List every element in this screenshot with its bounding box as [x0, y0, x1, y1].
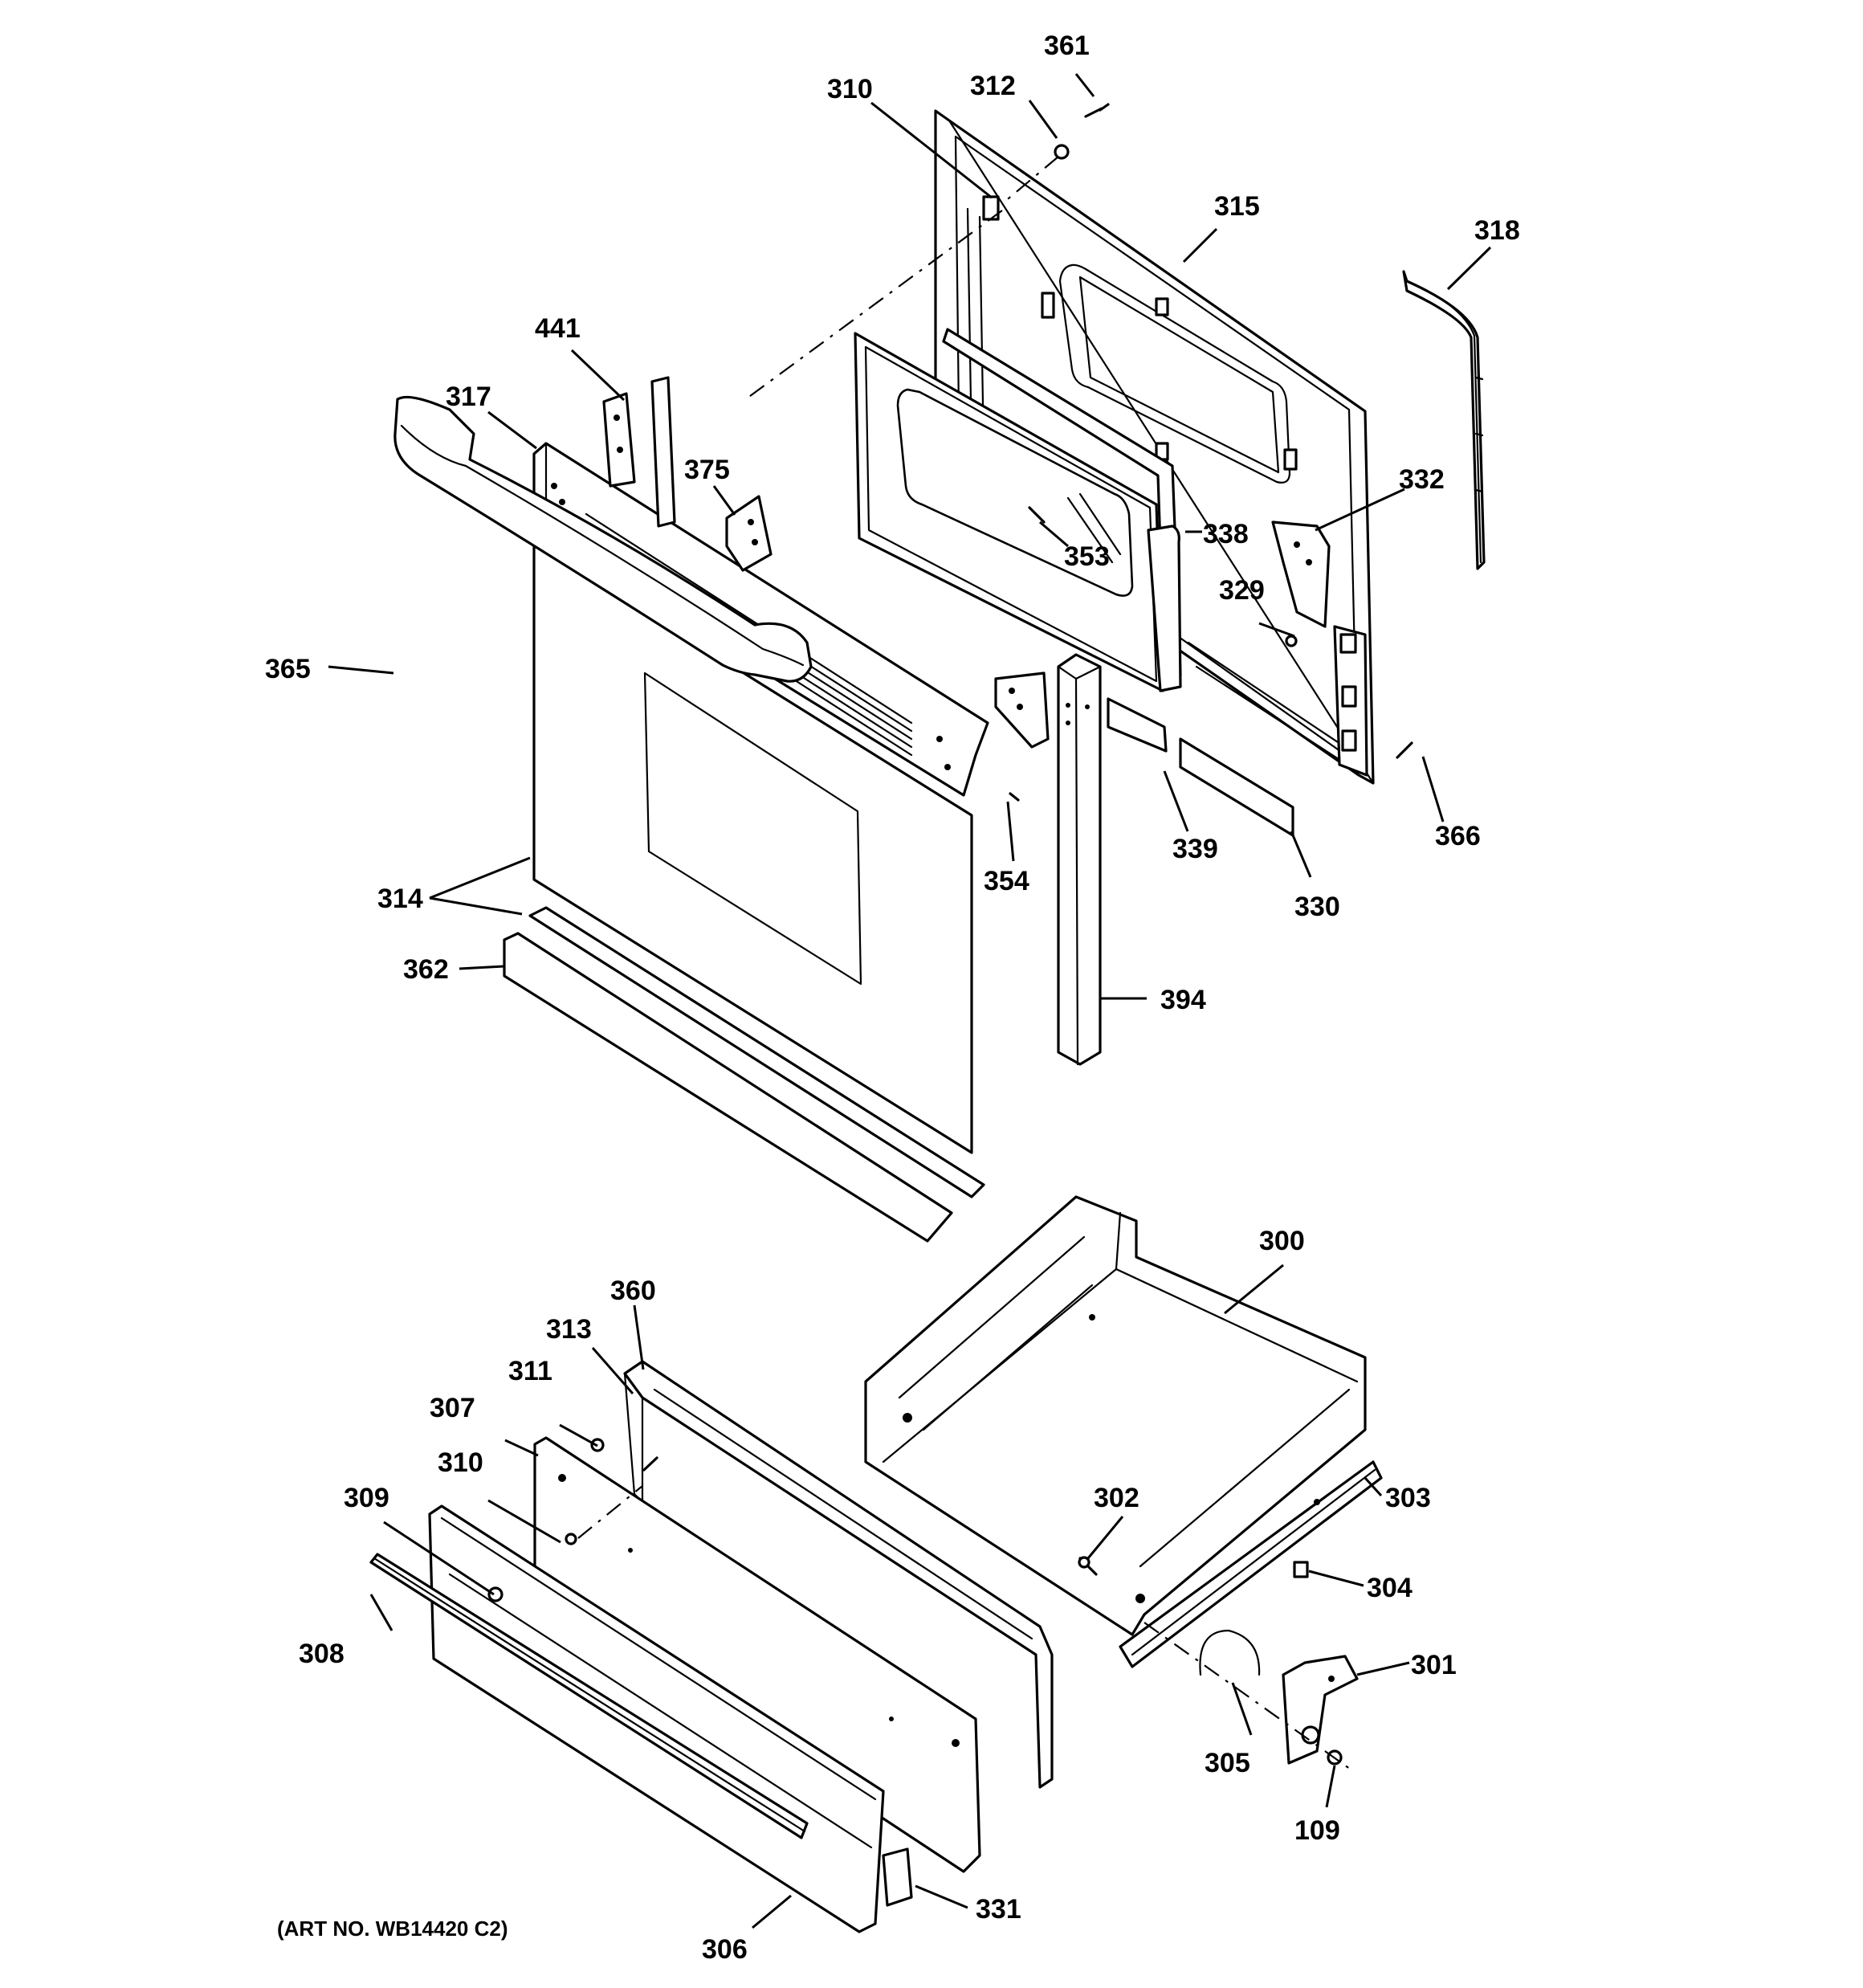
callout-317: 317	[446, 382, 491, 412]
door-lower-panels	[1107, 697, 1294, 837]
callout-338: 338	[1203, 519, 1249, 549]
callout-318: 318	[1474, 215, 1520, 246]
callout-339: 339	[1172, 834, 1218, 864]
drawer-roller	[1293, 1561, 1309, 1578]
art-number: (ART NO. WB14420 C2)	[277, 1917, 508, 1941]
leader-lines	[328, 73, 1492, 1929]
drawer-stud	[1078, 1556, 1098, 1576]
callout-311: 311	[508, 1356, 552, 1386]
vent-bracket	[725, 495, 773, 572]
drawer-clip	[882, 1847, 913, 1907]
callout-109: 109	[1294, 1815, 1340, 1846]
callout-330: 330	[1294, 892, 1340, 922]
outer-door-panel	[532, 541, 973, 1154]
inner-door-liner	[934, 109, 1375, 785]
callout-331: 331	[976, 1894, 1021, 1925]
callout-329: 329	[1219, 575, 1265, 606]
callout-366: 366	[1435, 821, 1481, 851]
callout-360: 360	[610, 1276, 656, 1306]
callout-312: 312	[970, 71, 1016, 101]
callout-361: 361	[1044, 31, 1090, 61]
drawer-slide-rail	[1119, 1460, 1383, 1668]
callout-394: 394	[1160, 985, 1206, 1015]
callout-304: 304	[1367, 1573, 1413, 1603]
callout-314: 314	[377, 884, 423, 914]
callout-332: 332	[1399, 464, 1445, 495]
callout-313: 313	[546, 1314, 592, 1345]
drawer-roller-bracket	[1282, 1655, 1359, 1765]
callout-305: 305	[1205, 1748, 1250, 1778]
callout-375: 375	[684, 455, 730, 485]
callout-353: 353	[1064, 541, 1110, 572]
callout-310b: 310	[438, 1447, 483, 1478]
callout-307: 307	[430, 1393, 475, 1423]
callout-362: 362	[403, 954, 449, 985]
callout-315: 315	[1214, 191, 1260, 222]
callout-labels: 361 312 310 315 318 441 317 375 332 338 …	[265, 31, 1520, 1965]
drawer-wire-spring	[1199, 1629, 1261, 1676]
callout-308: 308	[299, 1639, 344, 1669]
callout-365: 365	[265, 654, 311, 684]
lower-door-trim	[503, 906, 985, 1243]
callout-306: 306	[702, 1934, 748, 1965]
door-hinge	[602, 376, 676, 528]
drawer-handle	[369, 1553, 809, 1839]
callout-300: 300	[1259, 1226, 1305, 1256]
drawer-front-panel	[428, 1504, 885, 1933]
callout-302: 302	[1094, 1483, 1139, 1513]
callout-309: 309	[344, 1483, 389, 1513]
door-gasket	[1402, 270, 1486, 570]
hinge-mount-bracket	[994, 672, 1050, 749]
callout-310: 310	[827, 74, 873, 104]
callout-301: 301	[1411, 1650, 1457, 1680]
door-window-pack	[854, 328, 1182, 692]
drawer-body	[864, 1195, 1367, 1636]
callout-354: 354	[984, 866, 1029, 896]
callout-303: 303	[1385, 1483, 1431, 1513]
door-hinge-bracket	[1271, 520, 1331, 628]
door-side-channel	[1057, 653, 1102, 1066]
callout-441: 441	[535, 313, 581, 344]
door-handle	[393, 395, 813, 683]
